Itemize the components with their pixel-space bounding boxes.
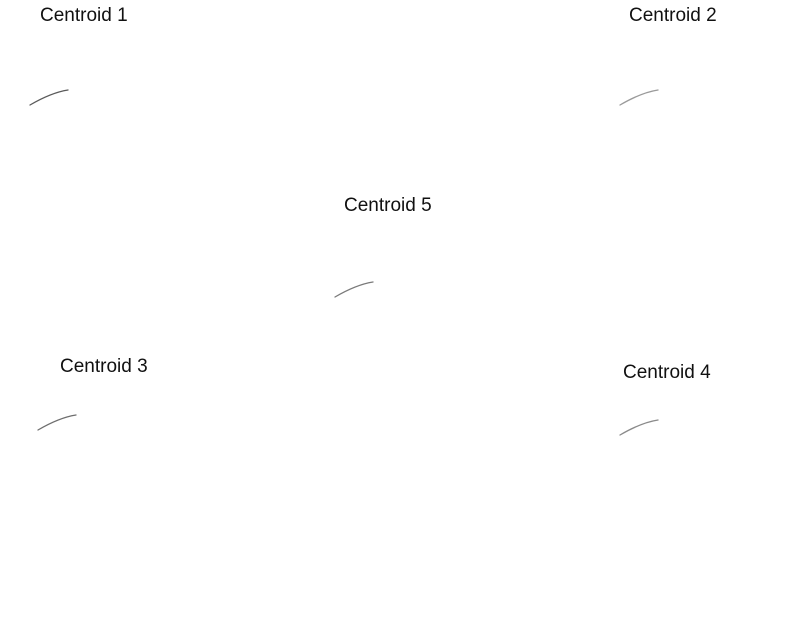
cephalometric-tracing <box>37 414 77 431</box>
cephalometric-tracing <box>29 89 69 106</box>
tracing-line <box>619 89 659 106</box>
tracing-line <box>334 281 374 298</box>
centroid-label: Centroid 5 <box>344 195 432 216</box>
centroid-label: Centroid 1 <box>40 5 128 26</box>
centroid-label: Centroid 3 <box>60 356 148 377</box>
cephalometric-tracing <box>334 281 374 298</box>
tracing-line <box>29 89 69 106</box>
centroid-label: Centroid 2 <box>629 5 717 26</box>
cephalometric-tracing <box>619 419 659 436</box>
tracing-line <box>37 414 77 431</box>
tracing-line <box>619 419 659 436</box>
cephalometric-tracing <box>619 89 659 106</box>
centroid-label: Centroid 4 <box>623 362 711 383</box>
